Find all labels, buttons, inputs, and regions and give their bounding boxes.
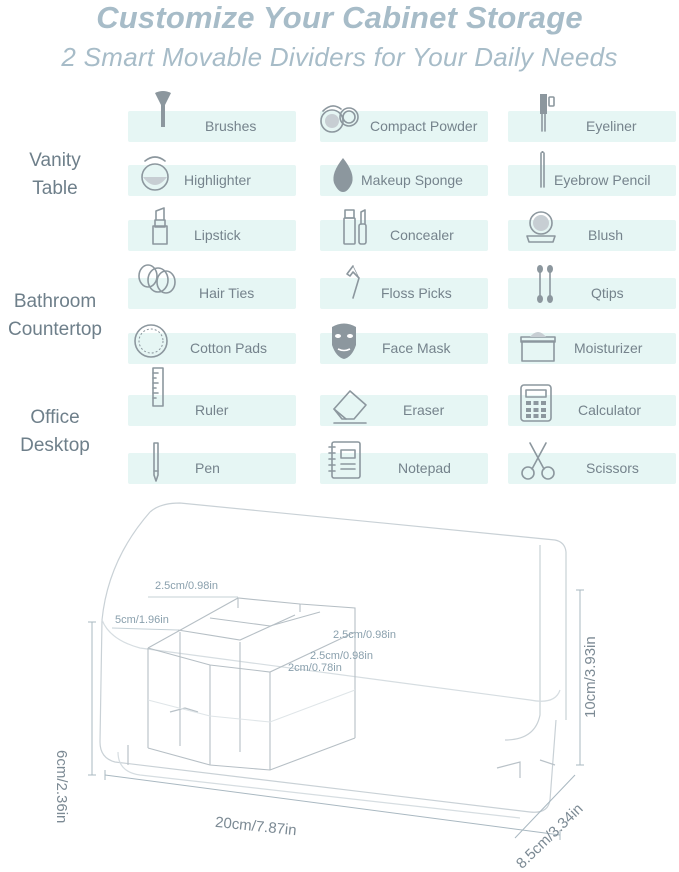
item-label: Eyebrow Pencil [554,172,651,188]
item-pill-scissors [508,453,676,484]
item-label: Compact Powder [370,118,478,134]
item-label: Makeup Sponge [361,172,463,188]
qtips-icon [528,264,568,311]
item-pill-eyeliner [508,111,676,142]
dimension-compartment-small: 2cm/0.78in [288,662,342,674]
item-label: Brushes [205,118,257,134]
ruler-icon [140,367,180,414]
dimension-height-back: 10cm/3.93in [582,636,599,718]
category-bathroom-countertop: Bathroom Countertop [0,288,110,344]
floss-pick-icon [335,262,375,309]
category-line: Countertop [7,319,102,340]
item-pill-makeup-brush [128,111,296,142]
item-label: Concealer [390,227,454,243]
category-line: Vanity [29,150,81,171]
item-label: Moisturizer [574,340,643,356]
page-title: Customize Your Cabinet Storage [96,0,583,35]
item-pill-floss-pick [320,278,488,309]
makeup-sponge-icon [326,155,366,202]
item-label: Blush [588,227,624,243]
item-pill-lipstick [128,220,296,251]
category-line: Office [30,407,80,428]
blush-icon [524,208,564,255]
item-label: Calculator [578,402,642,418]
item-label: Pen [195,460,220,476]
pen-icon [140,441,180,488]
dimension-height-front: 6cm/2.36in [53,750,70,824]
cotton-pad-icon [133,321,173,368]
category-office-desktop: Office Desktop [0,404,110,460]
item-label: Highlighter [184,172,251,188]
item-label: Cotton Pads [190,340,268,356]
face-mask-icon [326,321,366,368]
item-label: Eyeliner [586,118,637,134]
item-label: Lipstick [194,227,241,243]
item-pill-eyebrow-pencil [508,165,676,196]
item-label: Ruler [195,402,229,418]
concealer-icon [338,206,378,253]
item-label: Face Mask [382,340,451,356]
highlighter-icon [138,155,178,202]
dimension-compartment-top: 2.5cm/0.98in [155,580,218,592]
dimension-compartment-mid: 2.5cm/0.98in [310,650,373,662]
compact-powder-icon [319,99,359,146]
makeup-brush-icon [145,89,185,136]
dimension-compartment-right: 2.5cm/0.98in [333,629,396,641]
page-subtitle: 2 Smart Movable Dividers for Your Daily … [61,42,618,72]
notepad-icon [326,439,366,486]
scissors-icon [520,441,560,488]
hair-ties-icon [136,260,176,307]
category-line: Desktop [20,435,90,456]
lipstick-icon [143,206,183,253]
item-pill-concealer [320,220,488,251]
organizer-lid-outline [149,502,567,720]
item-pill-cotton-pad [128,333,296,364]
item-pill-ruler [128,395,296,426]
item-pill-hair-ties [128,278,296,309]
item-pill-moisturizer-jar [508,333,676,364]
item-label: Eraser [403,402,445,418]
item-label: Floss Picks [381,285,452,301]
organizer-diagram [88,502,584,840]
item-pill-qtips [508,278,676,309]
moisturizer-jar-icon [518,325,558,372]
item-label: Hair Ties [199,285,255,301]
category-line: Bathroom [13,291,97,312]
eyebrow-pencil-icon [525,149,565,198]
item-label: Qtips [591,285,624,301]
category-vanity-table: Vanity Table [0,147,110,203]
category-line: Table [32,178,78,199]
dimension-compartment-depth: 5cm/1.96in [115,614,169,626]
calculator-icon [518,383,558,430]
eraser-icon [330,385,370,432]
eyeliner-icon [528,93,568,140]
item-label: Notepad [398,460,451,476]
item-label: Scissors [586,460,639,476]
item-pill-eraser [320,395,488,426]
